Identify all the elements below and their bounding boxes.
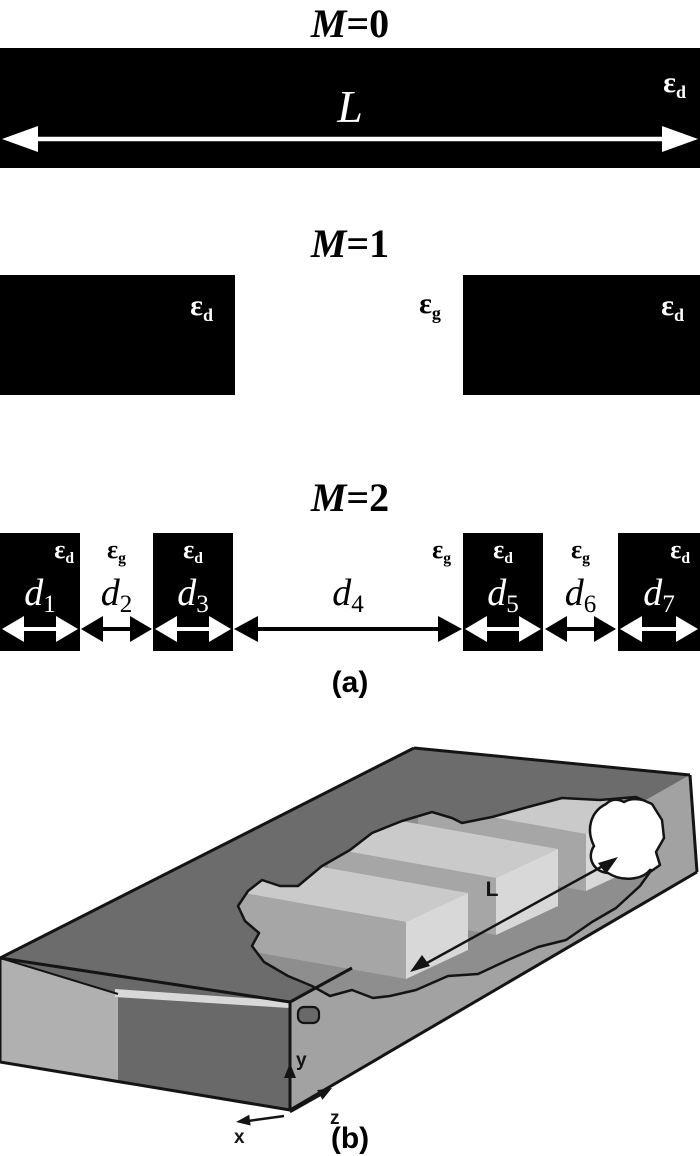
d-subscript: 7 bbox=[662, 591, 675, 619]
epsilon-symbol: ε bbox=[419, 287, 432, 320]
m2-epsilon-label-d5: εd bbox=[463, 537, 543, 567]
m0-title-variable: M bbox=[310, 1, 347, 46]
panel-b-drawing: L y z x bbox=[0, 746, 699, 1148]
m0-slab: εd L bbox=[0, 48, 700, 168]
d-symbol: d bbox=[564, 572, 584, 614]
epsilon-subscript: d bbox=[681, 549, 690, 567]
epsilon-subscript: d bbox=[673, 304, 684, 325]
m1-slab-right: εd bbox=[463, 275, 700, 395]
m1-title-value: =1 bbox=[346, 221, 390, 266]
m2-title: M=2 bbox=[0, 474, 700, 520]
epsilon-subscript: d bbox=[504, 549, 513, 567]
m2-epsilon-label-d2: εg bbox=[80, 537, 153, 567]
epsilon-subscript: g bbox=[118, 549, 126, 567]
y-axis-arrow bbox=[284, 1063, 296, 1078]
m2-title-variable: M bbox=[310, 475, 347, 520]
arrow-head-left bbox=[2, 126, 38, 152]
d-subscript: 6 bbox=[583, 591, 597, 619]
m2-gap-d2: εg d2 bbox=[80, 533, 153, 651]
panel-b-caption: (b) bbox=[0, 1122, 700, 1156]
m2-gap-d4: εg d4 bbox=[233, 533, 463, 651]
epsilon-subscript: d bbox=[65, 549, 74, 567]
epsilon-symbol: ε bbox=[432, 535, 444, 564]
panel-a-caption: (a) bbox=[0, 666, 700, 700]
m2-epsilon-label-d3: εd bbox=[153, 537, 233, 567]
arrow-head-right bbox=[662, 126, 698, 152]
m0-title: M=0 bbox=[0, 0, 700, 46]
caption-text: (b) bbox=[330, 1122, 370, 1155]
x-axis-label: x bbox=[234, 1127, 245, 1148]
epsilon-symbol: ε bbox=[107, 535, 119, 564]
gap-width-arrows bbox=[81, 616, 616, 642]
d-symbol: d bbox=[332, 572, 352, 614]
epsilon-symbol: ε bbox=[493, 535, 505, 564]
d-subscript: 3 bbox=[196, 591, 209, 619]
torn-tab-detail bbox=[296, 1005, 321, 1025]
d-symbol: d bbox=[643, 572, 663, 614]
m2-width-label-d4: d4 bbox=[233, 574, 463, 617]
torn-edge-outline bbox=[236, 795, 666, 1000]
aperture-inner-wall bbox=[0, 958, 118, 1082]
m0-length-arrow bbox=[2, 126, 698, 152]
m2-width-label-d2: d2 bbox=[80, 574, 153, 617]
m2-width-label-d5: d5 bbox=[463, 574, 543, 617]
d-subscript: 1 bbox=[43, 591, 56, 619]
epsilon-subscript: g bbox=[431, 302, 441, 323]
d-symbol: d bbox=[24, 572, 44, 614]
m2-epsilon-label-d7: εd bbox=[618, 537, 700, 567]
epsilon-subscript: d bbox=[194, 549, 203, 567]
d-subscript: 2 bbox=[119, 591, 133, 619]
m1-title: M=1 bbox=[0, 220, 700, 266]
epsilon-symbol: ε bbox=[183, 535, 195, 564]
epsilon-subscript: d bbox=[202, 304, 213, 325]
d-subscript: 5 bbox=[506, 591, 519, 619]
m0-epsilon-d-label: εd bbox=[663, 68, 686, 101]
m0-title-value: =0 bbox=[346, 1, 390, 46]
m2-width-label-d6: d6 bbox=[543, 574, 618, 617]
x-axis-arrow bbox=[236, 1114, 251, 1126]
epsilon-symbol: ε bbox=[661, 289, 674, 322]
length-symbol: L bbox=[337, 81, 363, 132]
m2-gap-d6: εg d6 bbox=[543, 533, 618, 651]
m1-epsilon-d-right-label: εd bbox=[661, 291, 684, 324]
epsilon-symbol: ε bbox=[663, 66, 676, 99]
m2-width-label-d7: d7 bbox=[618, 574, 700, 617]
epsilon-symbol: ε bbox=[54, 535, 66, 564]
aperture-inner-edge bbox=[0, 957, 119, 995]
waveguide-edges bbox=[0, 746, 699, 1112]
epsilon-subscript: d bbox=[675, 81, 686, 102]
d-subscript: 4 bbox=[351, 591, 364, 619]
aperture-inner-highlight bbox=[115, 989, 289, 1008]
torn-white-patch bbox=[588, 798, 664, 880]
d-symbol: d bbox=[177, 572, 197, 614]
m2-epsilon-label-d1: εd bbox=[0, 537, 80, 567]
epsilon-symbol: ε bbox=[670, 535, 682, 564]
panel-b-length-arrow bbox=[410, 857, 618, 972]
axes-triad: y z x bbox=[234, 1050, 340, 1148]
m2-width-label-d1: d1 bbox=[0, 574, 80, 617]
z-axis-arrow bbox=[317, 1088, 332, 1100]
d-symbol: d bbox=[100, 572, 120, 614]
epsilon-subscript: g bbox=[443, 549, 451, 567]
m1-epsilon-d-left-label: εd bbox=[190, 291, 213, 324]
m1-slab-left: εd bbox=[0, 275, 235, 395]
m2-epsilon-label-d4: εg bbox=[233, 537, 463, 567]
m2-dimension-arrows bbox=[2, 616, 698, 642]
m1-epsilon-g-label: εg bbox=[398, 289, 462, 322]
y-axis-label: y bbox=[296, 1050, 307, 1071]
epsilon-symbol: ε bbox=[571, 535, 583, 564]
d-symbol: d bbox=[487, 572, 507, 614]
panel-b-length-label: L bbox=[486, 878, 499, 901]
z-axis-label: z bbox=[330, 1108, 340, 1129]
slab-width-arrows bbox=[2, 616, 698, 642]
epsilon-symbol: ε bbox=[190, 289, 203, 322]
m2-title-value: =2 bbox=[346, 475, 390, 520]
epsilon-subscript: g bbox=[582, 549, 590, 567]
caption-text: (a) bbox=[331, 666, 369, 699]
m0-length-label: L bbox=[0, 84, 700, 130]
m2-width-label-d3: d3 bbox=[153, 574, 233, 617]
m2-epsilon-label-d6: εg bbox=[543, 537, 618, 567]
m1-title-variable: M bbox=[310, 221, 347, 266]
